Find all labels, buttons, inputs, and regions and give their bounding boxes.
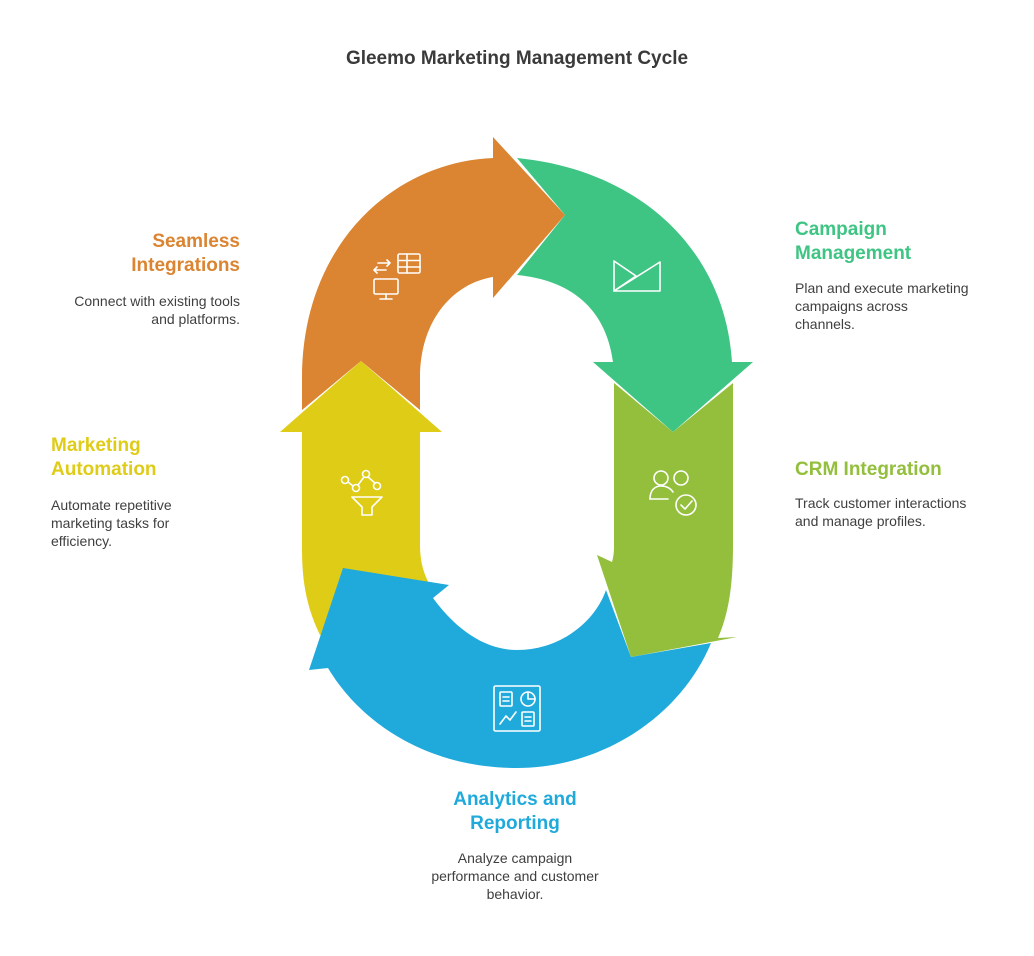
stage-title: CRM Integration: [795, 459, 942, 480]
arrow-marketing-automation: [280, 361, 442, 635]
stage-title: Seamless Integrations: [131, 231, 240, 276]
stage-description: Connect with existing tools and platform…: [74, 293, 240, 327]
stage-description: Plan and execute marketing campaigns acr…: [795, 280, 969, 332]
stage-description: Track customer interactions and manage p…: [795, 495, 967, 529]
stage-crm-integration: CRM Integration Track customer interacti…: [795, 458, 1020, 530]
stage-title: Campaign Management: [795, 219, 912, 264]
arrow-campaign-management: [517, 158, 753, 432]
users-check-icon: [649, 470, 697, 516]
diagram-title: Gleemo Marketing Management Cycle: [345, 48, 689, 69]
stage-marketing-automation: Marketing Automation Automate repetitive…: [51, 434, 251, 550]
stage-seamless-integrations: Seamless Integrations Connect with exist…: [40, 230, 240, 328]
arrow-crm-integration: [597, 383, 737, 657]
stage-campaign-management: Campaign Management Plan and execute mar…: [795, 218, 1015, 333]
arrow-seamless-integrations: [302, 137, 565, 410]
campaign-icon: [613, 260, 661, 292]
funnel-network-icon: [340, 469, 383, 516]
dashboard-icon: [493, 685, 541, 732]
arrow-analytics-reporting: [309, 568, 711, 768]
stage-description: Automate repetitive marketing tasks for …: [51, 497, 172, 549]
stage-description: Analyze campaign performance and custome…: [431, 850, 599, 902]
stage-title: Analytics and Reporting: [453, 789, 577, 834]
integration-icon: [373, 253, 421, 300]
stage-analytics-reporting: Analytics and Reporting Analyze campaign…: [405, 788, 625, 903]
stage-title: Marketing Automation: [51, 435, 157, 480]
